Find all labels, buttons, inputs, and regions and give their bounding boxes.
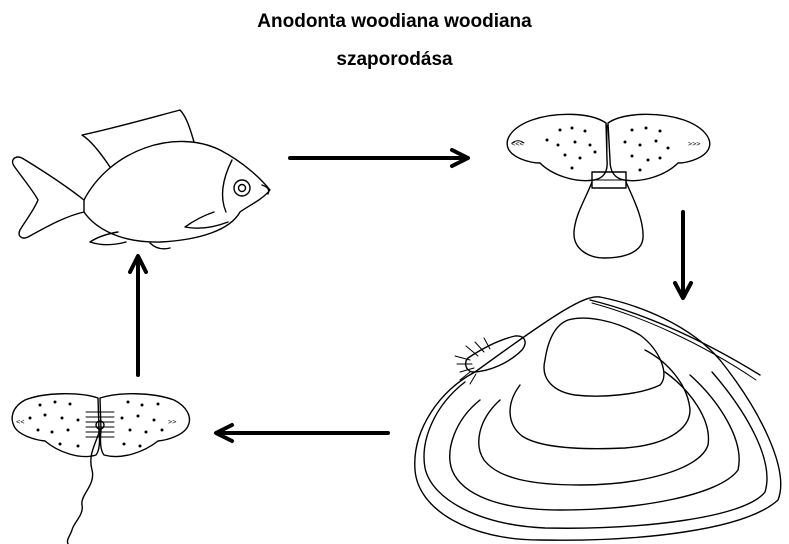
- arrow-left: [216, 425, 388, 441]
- arrow-right: [290, 150, 468, 166]
- glochidium-larva-icon: << >>: [12, 394, 189, 544]
- svg-text:<<<: <<<: [511, 140, 524, 148]
- arrow-down: [675, 212, 691, 298]
- mussel-shell-icon: [415, 297, 781, 540]
- arrow-up: [130, 256, 146, 375]
- svg-text:>>: >>: [168, 418, 176, 426]
- svg-text:<<: <<: [16, 418, 24, 426]
- glochidium-attached-icon: <<< >>>: [507, 114, 710, 258]
- svg-text:>>>: >>>: [688, 140, 701, 148]
- fish-icon: [13, 110, 270, 249]
